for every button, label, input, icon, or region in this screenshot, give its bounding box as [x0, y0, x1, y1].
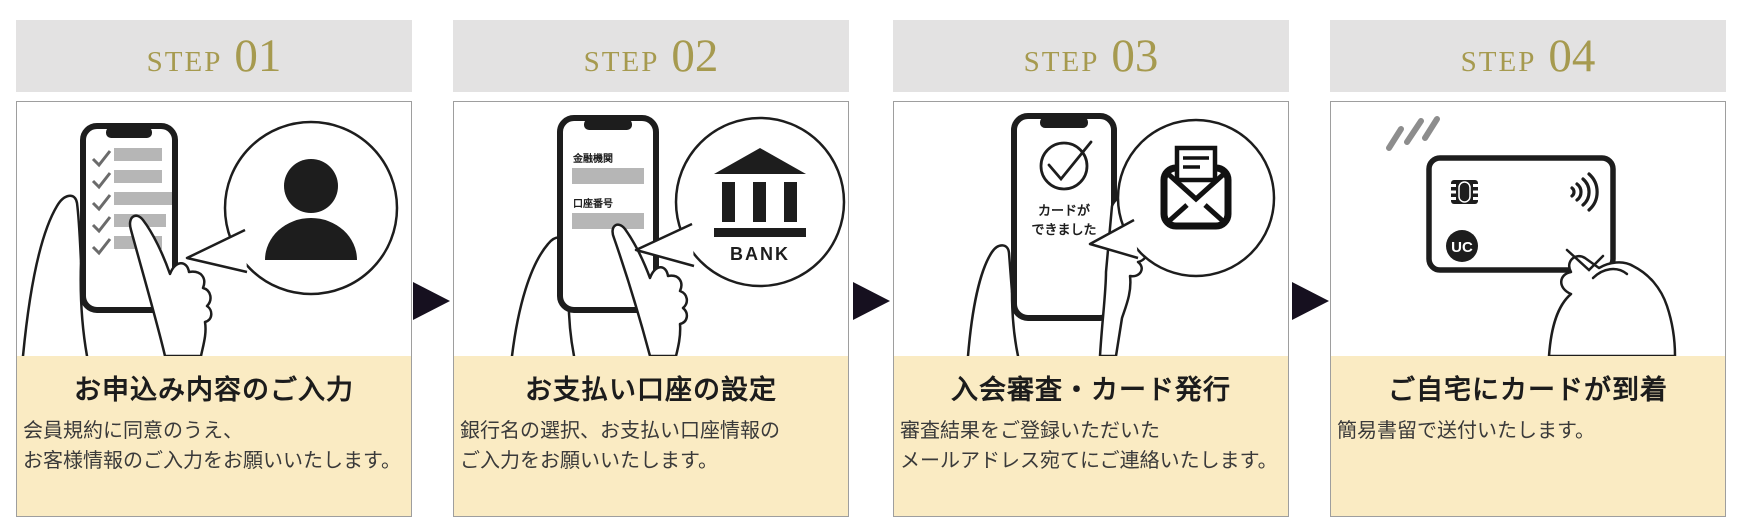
step-number: 04 [1548, 30, 1596, 82]
svg-text:UC: UC [1451, 239, 1473, 256]
phone-checklist-drawing [21, 120, 399, 356]
credit-card-icon: UC [1426, 155, 1616, 273]
step-panel-2: STEP 02 金融機関 口座番号 [453, 20, 849, 517]
bank-form-fields: 金融機関 口座番号 [572, 152, 644, 229]
speech-bubble [1088, 118, 1276, 278]
step-number: 02 [671, 30, 719, 82]
chip-icon [1449, 180, 1480, 204]
step2-description: 銀行名の選択、お支払い口座情報の ご入力をお願いいたします。 [460, 420, 780, 473]
bank-icon-label: BANK [730, 244, 790, 264]
step4-caption: ご自宅にカードが到着 簡易書留で送付いたします。 [1331, 356, 1725, 516]
pointing-finger-drawing [611, 223, 689, 356]
step-number: 03 [1111, 30, 1159, 82]
step-label: STEP [146, 46, 223, 78]
phone-message-line1: カードが [1038, 203, 1090, 218]
step1-description: 会員規約に同意のうえ、 お客様情報のご入力をお願いいたします。 [23, 420, 401, 473]
step1-card: お申込み内容のご入力 会員規約に同意のうえ、 お客様情報のご入力をお願いいたしま… [16, 101, 412, 517]
step-arrow-1 [413, 282, 450, 320]
phone-message-line2: できました [1031, 222, 1096, 237]
step3-illustration: カードが できました [894, 102, 1288, 356]
mail-icon [1160, 145, 1232, 230]
step1-header: STEP 01 [16, 20, 412, 92]
field-label-account: 口座番号 [573, 197, 613, 210]
step4-description: 簡易書留で送付いたします。 [1337, 420, 1595, 442]
input-bar [572, 213, 644, 229]
hand-drawing [966, 244, 1020, 356]
step3-caption: 入会審査・カード発行 審査結果をご登録いただいた メールアドレス宛てにご連絡いた… [894, 356, 1288, 516]
step2-header: STEP 02 [453, 20, 849, 92]
step1-caption: お申込み内容のご入力 会員規約に同意のうえ、 お客様情報のご入力をお願いいたしま… [17, 356, 411, 516]
pointing-finger-drawing [128, 214, 213, 356]
bank-icon: BANK [714, 148, 806, 264]
check-circle-icon [1039, 140, 1093, 191]
step2-title: お支払い口座の設定 [525, 375, 777, 405]
step3-card: カードが できました [893, 101, 1289, 517]
input-bar [572, 168, 644, 184]
step2-card: 金融機関 口座番号 [453, 101, 849, 517]
person-icon [265, 159, 357, 260]
step1-illustration [17, 102, 411, 356]
step2-caption: お支払い口座の設定 銀行名の選択、お支払い口座情報の ご入力をお願いいたします。 [454, 356, 848, 516]
step4-title: ご自宅にカードが到着 [1388, 375, 1668, 405]
uc-logo: UC [1446, 230, 1478, 262]
field-label-bank: 金融機関 [572, 152, 613, 165]
speech-bubble: BANK [634, 116, 846, 288]
phone-approval-mail-drawing: カードが できました [966, 113, 1276, 356]
speech-bubble [185, 120, 399, 296]
step-label: STEP [583, 46, 660, 78]
step-arrow-3 [1292, 282, 1329, 320]
card-delivery-drawing: UC [1386, 116, 1677, 356]
step3-description: 審査結果をご登録いただいた メールアドレス宛てにご連絡いたします。 [900, 420, 1278, 473]
step-panel-1: STEP 01 [16, 20, 412, 517]
step-panel-3: STEP 03 カードが [893, 20, 1289, 517]
step-panel-4: STEP 04 [1330, 20, 1726, 517]
step4-card: UC ご自宅にカードが到着 簡易書留で送付いたします。 [1330, 101, 1726, 517]
step3-title: 入会審査・カード発行 [951, 375, 1231, 405]
phone-bank-form-drawing: 金融機関 口座番号 [510, 115, 846, 356]
hand-drawing [1547, 248, 1677, 356]
contactless-icon [1570, 172, 1599, 212]
step-label: STEP [1460, 46, 1537, 78]
step4-illustration: UC [1331, 102, 1725, 356]
step4-header: STEP 04 [1330, 20, 1726, 92]
step-label: STEP [1023, 46, 1100, 78]
step2-illustration: 金融機関 口座番号 [454, 102, 848, 356]
step3-header: STEP 03 [893, 20, 1289, 92]
step1-title: お申込み内容のご入力 [74, 375, 354, 405]
step-arrow-2 [853, 282, 890, 320]
sparkle-lines [1386, 116, 1440, 151]
hand-drawing [21, 194, 89, 356]
step-number: 01 [234, 30, 282, 82]
